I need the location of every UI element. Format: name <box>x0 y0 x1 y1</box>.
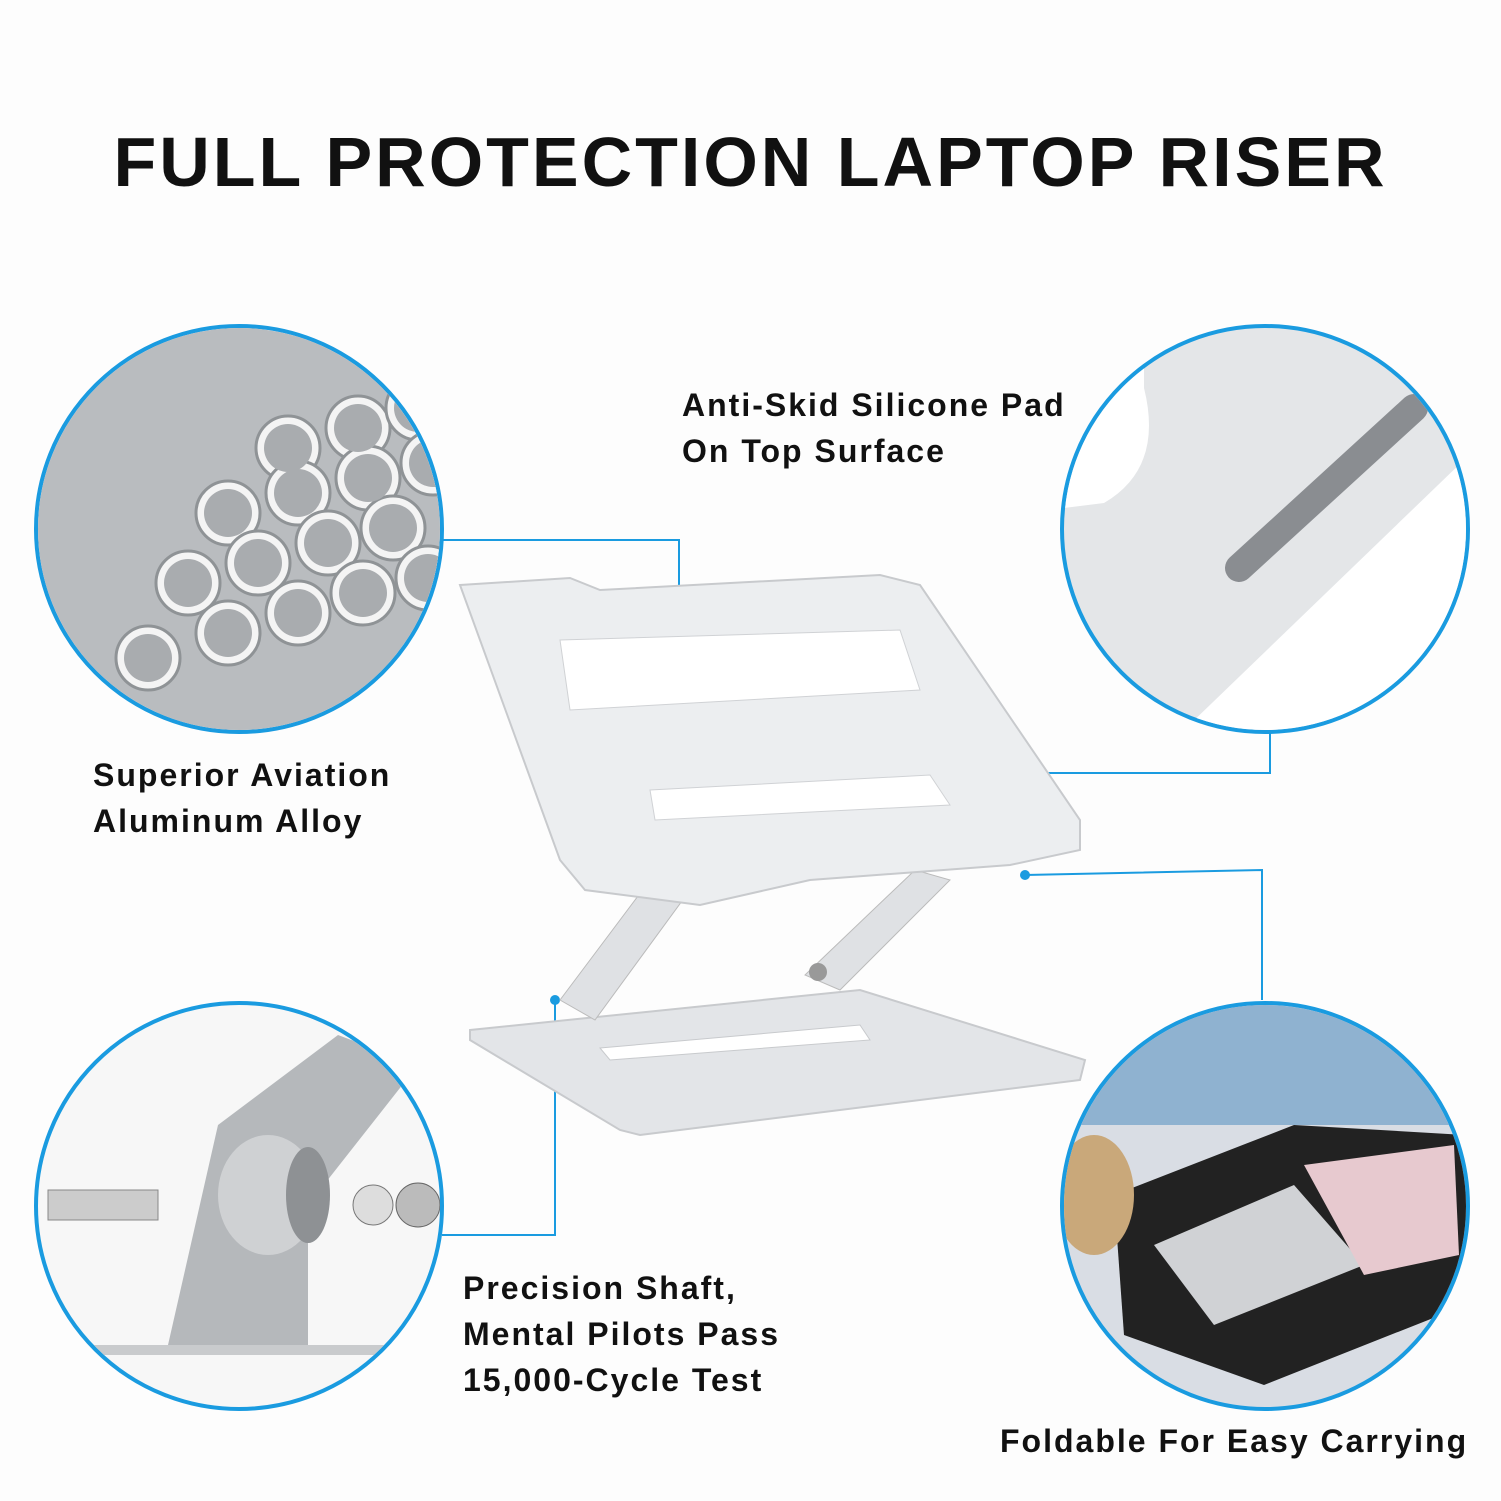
bag-graphic <box>1064 1005 1466 1385</box>
foldable-caption: Foldable For Easy Carrying <box>1000 1418 1468 1464</box>
front-cutout <box>649 774 951 821</box>
stand-top-plate <box>458 573 1081 907</box>
precision-shaft-image <box>34 1001 444 1411</box>
stand-arm-right <box>804 869 951 991</box>
pad-graphic <box>1064 328 1466 730</box>
tubes-graphic <box>38 328 440 730</box>
caption-line: On Top Surface <box>682 433 946 469</box>
aluminum-caption: Superior Aviation Aluminum Alloy <box>93 752 391 844</box>
caption-line: Precision Shaft, <box>463 1270 737 1306</box>
silicone-pad-caption: Anti-Skid Silicone Pad On Top Surface <box>682 382 1066 474</box>
aluminum-tubes-image <box>34 324 444 734</box>
caption-line: Mental Pilots Pass <box>463 1316 780 1352</box>
caption-line: Superior Aviation <box>93 757 392 793</box>
shaft-graphic <box>47 1035 440 1355</box>
shaft-caption: Precision Shaft, Mental Pilots Pass 15,0… <box>463 1265 780 1403</box>
top-cutout <box>559 629 921 711</box>
caption-line: Anti-Skid Silicone Pad <box>682 387 1066 423</box>
caption-line: Aluminum Alloy <box>93 803 364 839</box>
caption-line: Foldable For Easy Carrying <box>1000 1423 1469 1459</box>
stand-base <box>469 988 1087 1137</box>
page-title: FULL PROTECTION LAPTOP RISER <box>113 123 1388 201</box>
carrying-bag-image <box>1060 1001 1470 1411</box>
caption-line: 15,000-Cycle Test <box>463 1362 764 1398</box>
silicone-pad-image <box>1060 324 1470 734</box>
